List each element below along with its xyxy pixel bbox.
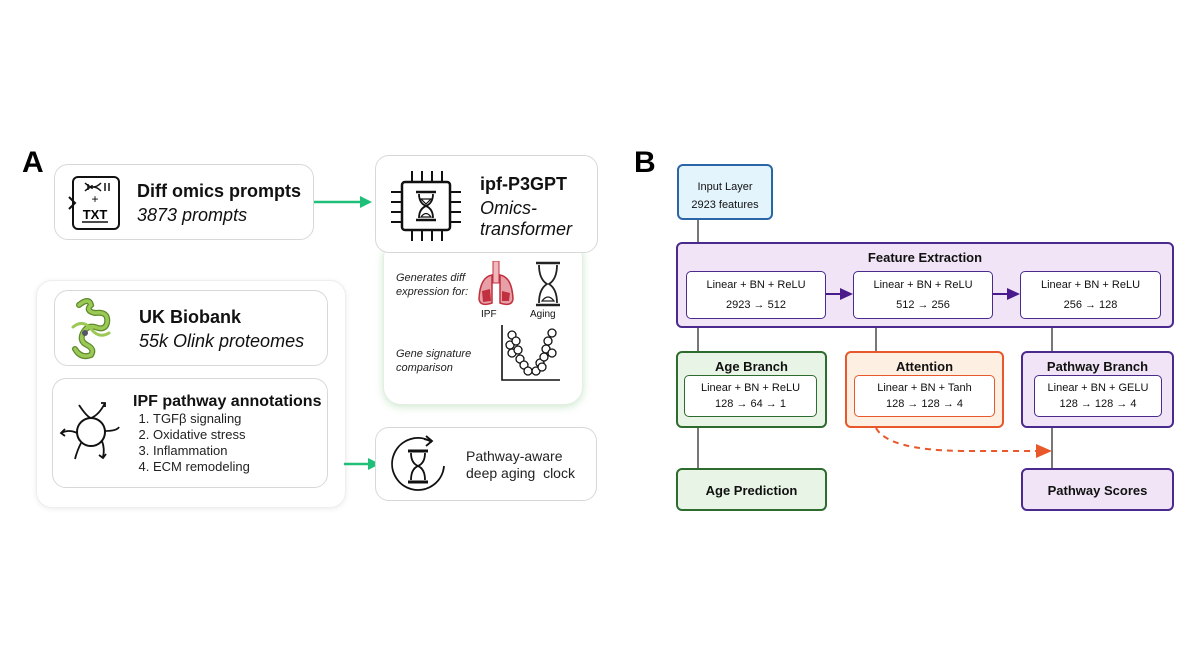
ipf-label: IPF xyxy=(481,309,497,320)
age-branch-layer: Linear + BN + ReLU 128 → 64 → 1 xyxy=(684,375,817,417)
age-branch-op: Linear + BN + ReLU xyxy=(700,382,801,394)
pathway-title: IPF pathway annotations xyxy=(133,393,322,410)
pathway-item: Oxidative stress xyxy=(153,427,250,443)
connector-fe-to-age xyxy=(697,318,699,352)
arrow-prompts-to-model xyxy=(314,194,374,210)
age-branch-dims: 128 → 64 → 1 xyxy=(715,398,786,410)
pathway-branch-op: Linear + BN + GELU xyxy=(1047,382,1149,394)
input-layer-title: Input Layer xyxy=(697,181,753,193)
input-layer-node: Input Layer 2923 features xyxy=(677,164,773,220)
connector-fe-to-pathway xyxy=(1051,318,1053,352)
pathway-list: TGFβ signaling Oxidative stress Inflamma… xyxy=(133,411,250,475)
input-layer-features: 2923 features xyxy=(691,199,759,211)
ipf-pathway-annotations-card: IPF pathway annotations TGFβ signaling O… xyxy=(52,378,328,488)
panel-a-label: A xyxy=(22,146,44,179)
clock-line2: deep aging clock xyxy=(466,465,575,481)
ipf-p3gpt-card: ipf-P3GPT Omics- transformer xyxy=(375,155,598,253)
feature-extraction-title: Feature Extraction xyxy=(867,250,983,265)
age-prediction-title: Age Prediction xyxy=(705,483,798,498)
dna-plus-txt-icon: + TXT xyxy=(67,175,123,231)
generates-line1: Generates diff xyxy=(396,272,466,284)
pathway-scores-node: Pathway Scores xyxy=(1021,468,1174,511)
v-shaped-scatter-plot-icon xyxy=(500,323,562,383)
comparison-line2: comparison xyxy=(396,362,453,374)
hourglass-cycle-icon xyxy=(388,434,450,496)
chip-hourglass-icon xyxy=(388,168,464,244)
fe-block-op: Linear + BN + ReLU xyxy=(706,279,806,291)
cycle-arrows-icon xyxy=(59,395,123,469)
pathway-branch-dims: 128 → 128 → 4 xyxy=(1059,398,1137,410)
fe-arrow-1-to-2 xyxy=(826,287,854,301)
fe-block-dims: 2923 → 512 xyxy=(726,299,786,311)
svg-text:+: + xyxy=(91,192,98,206)
protein-structure-icon xyxy=(65,297,117,361)
model-title: ipf-P3GPT xyxy=(480,174,568,194)
age-branch-title: Age Branch xyxy=(715,359,788,374)
fe-block-1: Linear + BN + ReLU 2923 → 512 xyxy=(686,271,826,319)
prompts-title: Diff omics prompts xyxy=(137,181,302,201)
attention-to-pathway-dashed-arrow xyxy=(872,426,1058,462)
pathway-scores-title: Pathway Scores xyxy=(1047,483,1148,498)
biobank-subtitle: 55k Olink proteomes xyxy=(139,331,305,351)
model-subtitle-line2: transformer xyxy=(480,219,573,239)
attention-op: Linear + BN + Tanh xyxy=(877,382,972,394)
connector-pathway-to-scores xyxy=(1051,426,1053,470)
pathway-item: Inflammation xyxy=(153,443,250,459)
prompts-subtitle: 3873 prompts xyxy=(137,205,248,225)
aging-label: Aging xyxy=(530,309,556,320)
pathway-branch-layer: Linear + BN + GELU 128 → 128 → 4 xyxy=(1034,375,1162,417)
generates-line2: expression for: xyxy=(396,286,469,298)
age-prediction-node: Age Prediction xyxy=(676,468,827,511)
generates-card: Generates diff expression for: IPF Aging… xyxy=(383,240,583,405)
attention-title: Attention xyxy=(895,359,954,374)
fe-block-op: Linear + BN + ReLU xyxy=(1040,279,1141,291)
attention-dims: 128 → 128 → 4 xyxy=(885,398,964,410)
aging-hourglass-icon xyxy=(534,261,562,307)
model-subtitle-line1: Omics- xyxy=(480,198,537,218)
pathway-item: TGFβ signaling xyxy=(153,411,250,427)
connector-fe-to-attention xyxy=(875,318,877,352)
pathway-item: ECM remodeling xyxy=(153,459,250,475)
fe-arrow-2-to-3 xyxy=(993,287,1021,301)
fe-block-dims: 256 → 128 xyxy=(1063,299,1118,311)
panel-b-label: B xyxy=(634,146,656,179)
txt-label: TXT xyxy=(83,207,108,222)
fe-block-op: Linear + BN + ReLU xyxy=(873,279,973,291)
arrow-pathways-to-clock xyxy=(344,456,382,472)
deep-aging-clock-card: Pathway-aware deep aging clock xyxy=(375,427,597,501)
fe-block-2: Linear + BN + ReLU 512 → 256 xyxy=(853,271,993,319)
attention-layer: Linear + BN + Tanh 128 → 128 → 4 xyxy=(854,375,995,417)
lungs-icon xyxy=(476,260,516,309)
pathway-branch-title: Pathway Branch xyxy=(1046,359,1149,374)
fe-block-dims: 512 → 256 xyxy=(896,299,950,311)
clock-line1: Pathway-aware xyxy=(466,448,563,464)
biobank-title: UK Biobank xyxy=(139,307,242,327)
comparison-line1: Gene signature xyxy=(396,348,472,360)
connector-age-to-prediction xyxy=(697,426,699,470)
fe-block-3: Linear + BN + ReLU 256 → 128 xyxy=(1020,271,1161,319)
diff-omics-prompts-card: + TXT Diff omics prompts 3873 prompts xyxy=(54,164,314,240)
uk-biobank-card: UK Biobank 55k Olink proteomes xyxy=(54,290,328,366)
